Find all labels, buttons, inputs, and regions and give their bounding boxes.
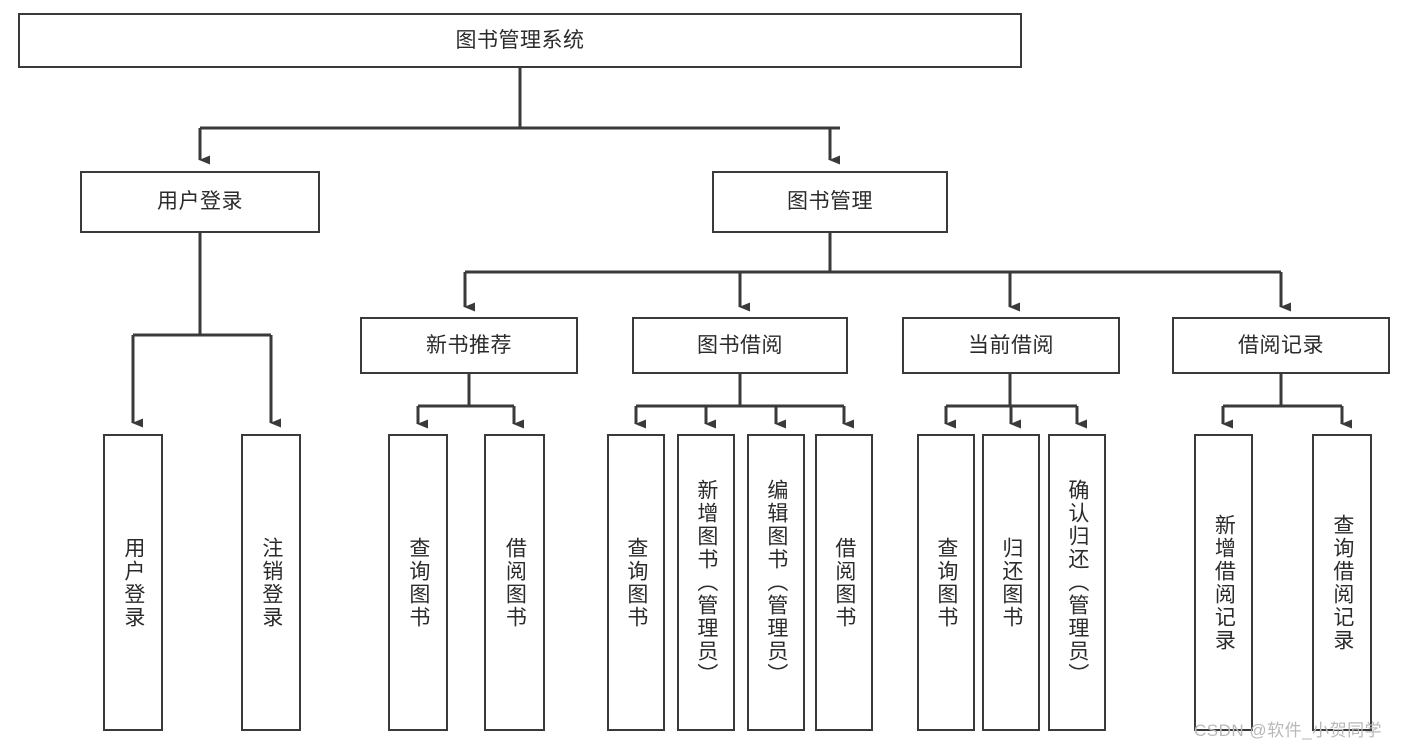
node-current-borrow[interactable]: 当前借阅 [902,317,1120,374]
node-leaf-return-book-label: 归还图书 [999,536,1023,629]
node-leaf-query-book-rec[interactable]: 查询图书 [388,434,448,731]
node-leaf-add-record[interactable]: 新增借阅记录 [1194,434,1253,731]
node-leaf-user-login[interactable]: 用户登录 [103,434,163,731]
node-leaf-query-book-borrow-label: 查询图书 [624,536,648,629]
node-new-book-recommend[interactable]: 新书推荐 [360,317,578,374]
node-user-login[interactable]: 用户登录 [80,171,320,233]
node-leaf-return-book[interactable]: 归还图书 [982,434,1040,731]
node-leaf-add-book-label: 新增图书（管理员） [694,479,718,686]
node-current-borrow-label: 当前借阅 [968,333,1054,357]
node-leaf-borrow-book[interactable]: 借阅图书 [815,434,873,731]
node-leaf-add-book[interactable]: 新增图书（管理员） [677,434,735,731]
node-borrow-record[interactable]: 借阅记录 [1172,317,1390,374]
node-leaf-query-book-borrow[interactable]: 查询图书 [607,434,665,731]
node-leaf-query-book-cur-label: 查询图书 [934,536,958,629]
node-root[interactable]: 图书管理系统 [18,13,1022,68]
node-leaf-query-record[interactable]: 查询借阅记录 [1312,434,1372,731]
node-leaf-add-record-label: 新增借阅记录 [1212,513,1236,652]
node-root-label: 图书管理系统 [455,28,585,52]
node-leaf-query-book-rec-label: 查询图书 [406,536,430,629]
node-leaf-edit-book[interactable]: 编辑图书（管理员） [747,434,805,731]
node-book-manage-label: 图书管理 [787,190,873,214]
node-borrow-record-label: 借阅记录 [1238,333,1324,357]
node-leaf-logout[interactable]: 注销登录 [241,434,301,731]
node-new-book-recommend-label: 新书推荐 [426,333,512,357]
node-leaf-confirm-return-label: 确认归还（管理员） [1065,479,1089,686]
node-leaf-borrow-book-rec[interactable]: 借阅图书 [484,434,545,731]
node-user-login-label: 用户登录 [157,190,243,214]
node-leaf-borrow-book-label: 借阅图书 [832,536,856,629]
node-book-borrow-label: 图书借阅 [697,333,783,357]
node-leaf-borrow-book-rec-label: 借阅图书 [503,536,527,629]
node-leaf-user-login-label: 用户登录 [121,536,145,629]
node-leaf-query-record-label: 查询借阅记录 [1330,513,1354,652]
node-book-borrow[interactable]: 图书借阅 [632,317,848,374]
node-leaf-logout-label: 注销登录 [259,536,283,629]
node-leaf-edit-book-label: 编辑图书（管理员） [764,479,788,686]
node-book-manage[interactable]: 图书管理 [712,171,948,233]
node-leaf-query-book-cur[interactable]: 查询图书 [917,434,975,731]
node-leaf-confirm-return[interactable]: 确认归还（管理员） [1048,434,1106,731]
